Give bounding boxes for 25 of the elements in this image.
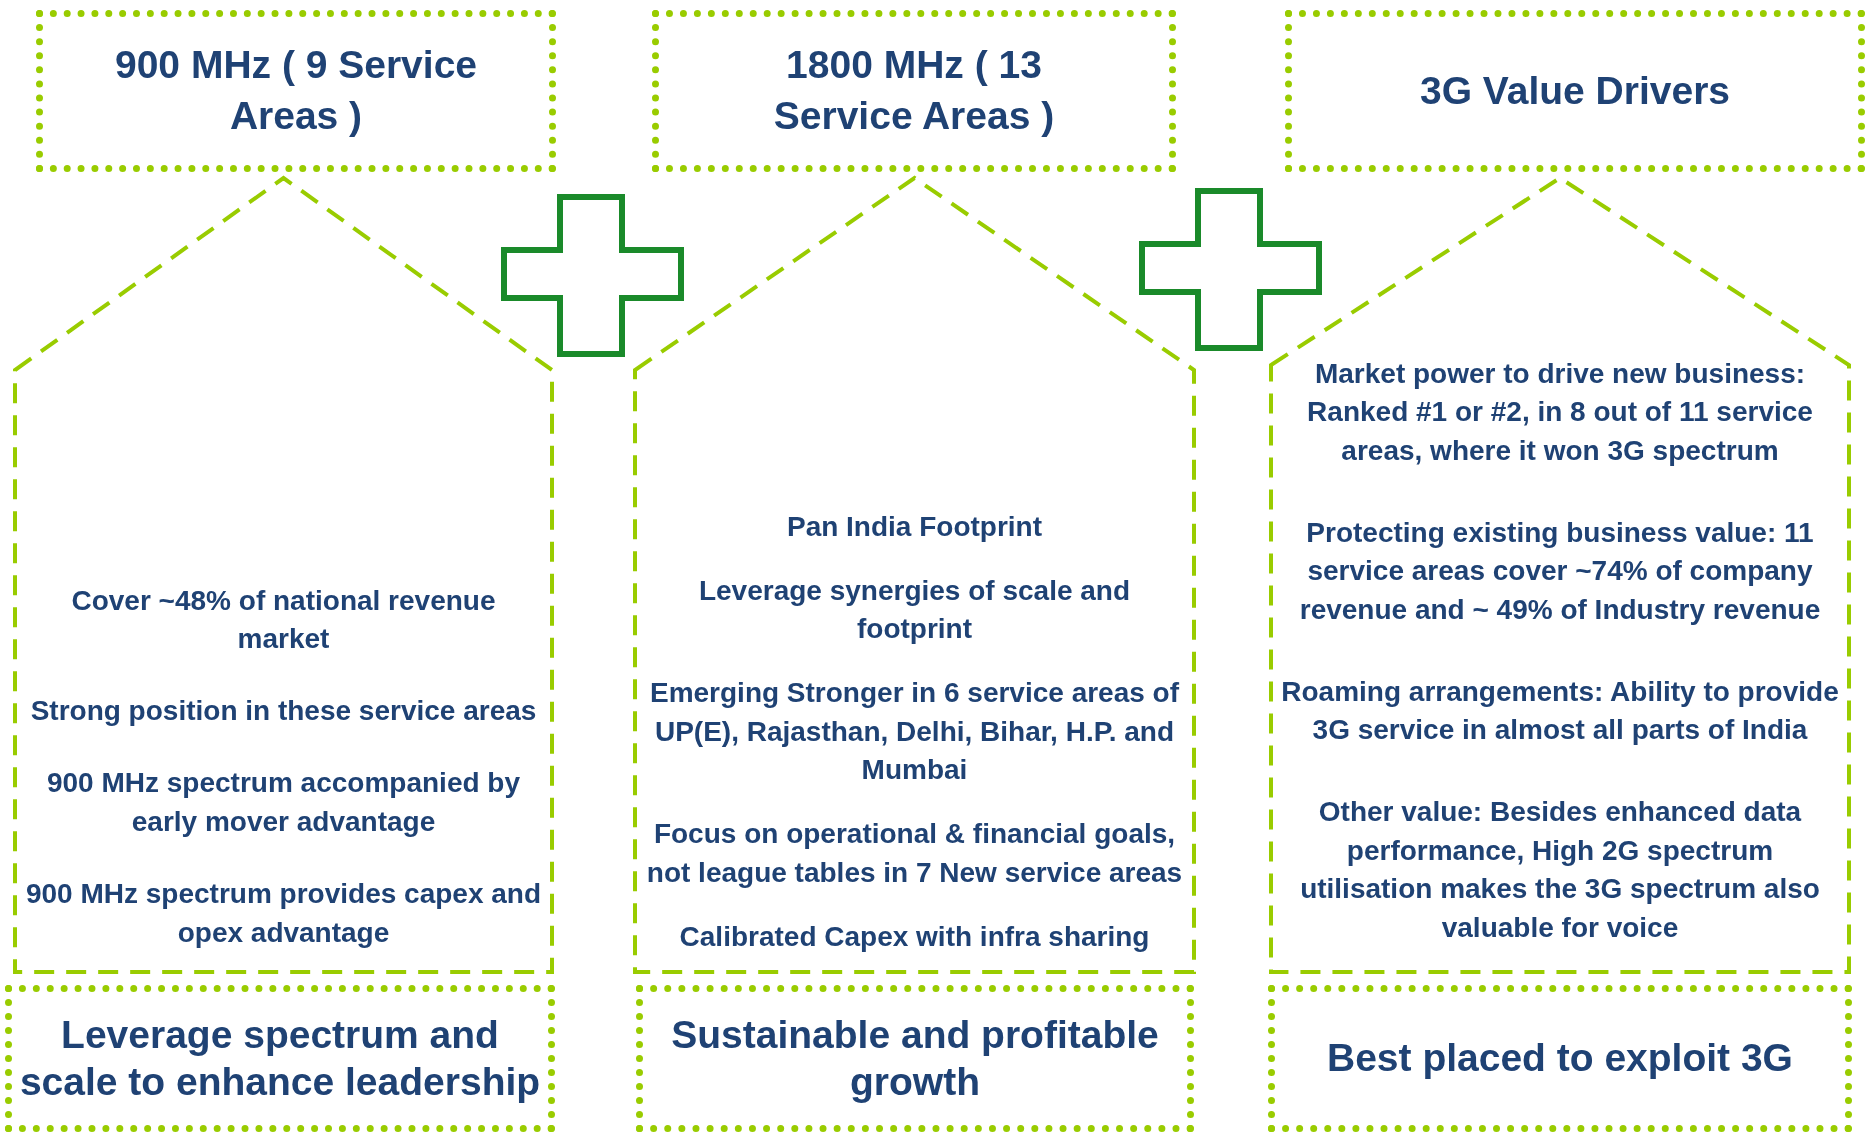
conclusion-text: Best placed to exploit 3G	[1327, 1035, 1793, 1082]
point-text: Emerging Stronger in 6 service areas of UP(E), Rajasthan, Delhi, Bihar, H.P. and Mumbai	[648, 676, 1181, 788]
conclusion-box	[5, 985, 555, 1132]
point-text: Other value: Besides enhanced data performance, High 2G spectrum utilisation makes the 3G spectrum also valuable for voice	[1299, 794, 1821, 945]
header-box	[1285, 10, 1865, 172]
point-text: Market power to drive new business: Ranked #1 or #2, in 8 out of 11 service areas, where it won 3G spectrum	[1306, 356, 1814, 468]
header-box	[36, 10, 556, 172]
point-text: Pan India Footprint	[785, 509, 1044, 544]
point-text: Leverage synergies of scale and footprint	[697, 573, 1132, 647]
conclusion-text: Leverage spectrum and scale to enhance leadership	[18, 1011, 542, 1105]
point-text: Strong position in these service areas	[29, 694, 538, 729]
conclusion-text: Sustainable and profitable growth	[670, 1011, 1160, 1105]
point-text: Focus on operational & financial goals, not league tables in 7 New service areas	[645, 817, 1184, 890]
point-text: Cover ~48% of national revenue market	[70, 583, 497, 657]
point-text: 900 MHz spectrum accompanied by early mover advantage	[45, 766, 521, 839]
conclusion-box	[1268, 985, 1852, 1132]
header-text: 900 MHz ( 9 Service Areas )	[114, 42, 478, 139]
point-text: Calibrated Capex with infra sharing	[678, 919, 1151, 954]
point-text: 900 MHz spectrum provides capex and opex advantage	[24, 877, 543, 950]
header-text: 3G Value Drivers	[1420, 67, 1730, 114]
point-text: Protecting existing business value: 11 service areas cover ~74% of company revenue and ~ 49% of Industry revenue	[1298, 515, 1822, 627]
point-text: Roaming arrangements: Ability to provide 3G service in almost all parts of India	[1280, 674, 1840, 748]
conclusion-box	[636, 985, 1194, 1132]
header-box	[652, 10, 1176, 172]
header-text: 1800 MHz ( 13 Service Areas )	[772, 42, 1056, 139]
